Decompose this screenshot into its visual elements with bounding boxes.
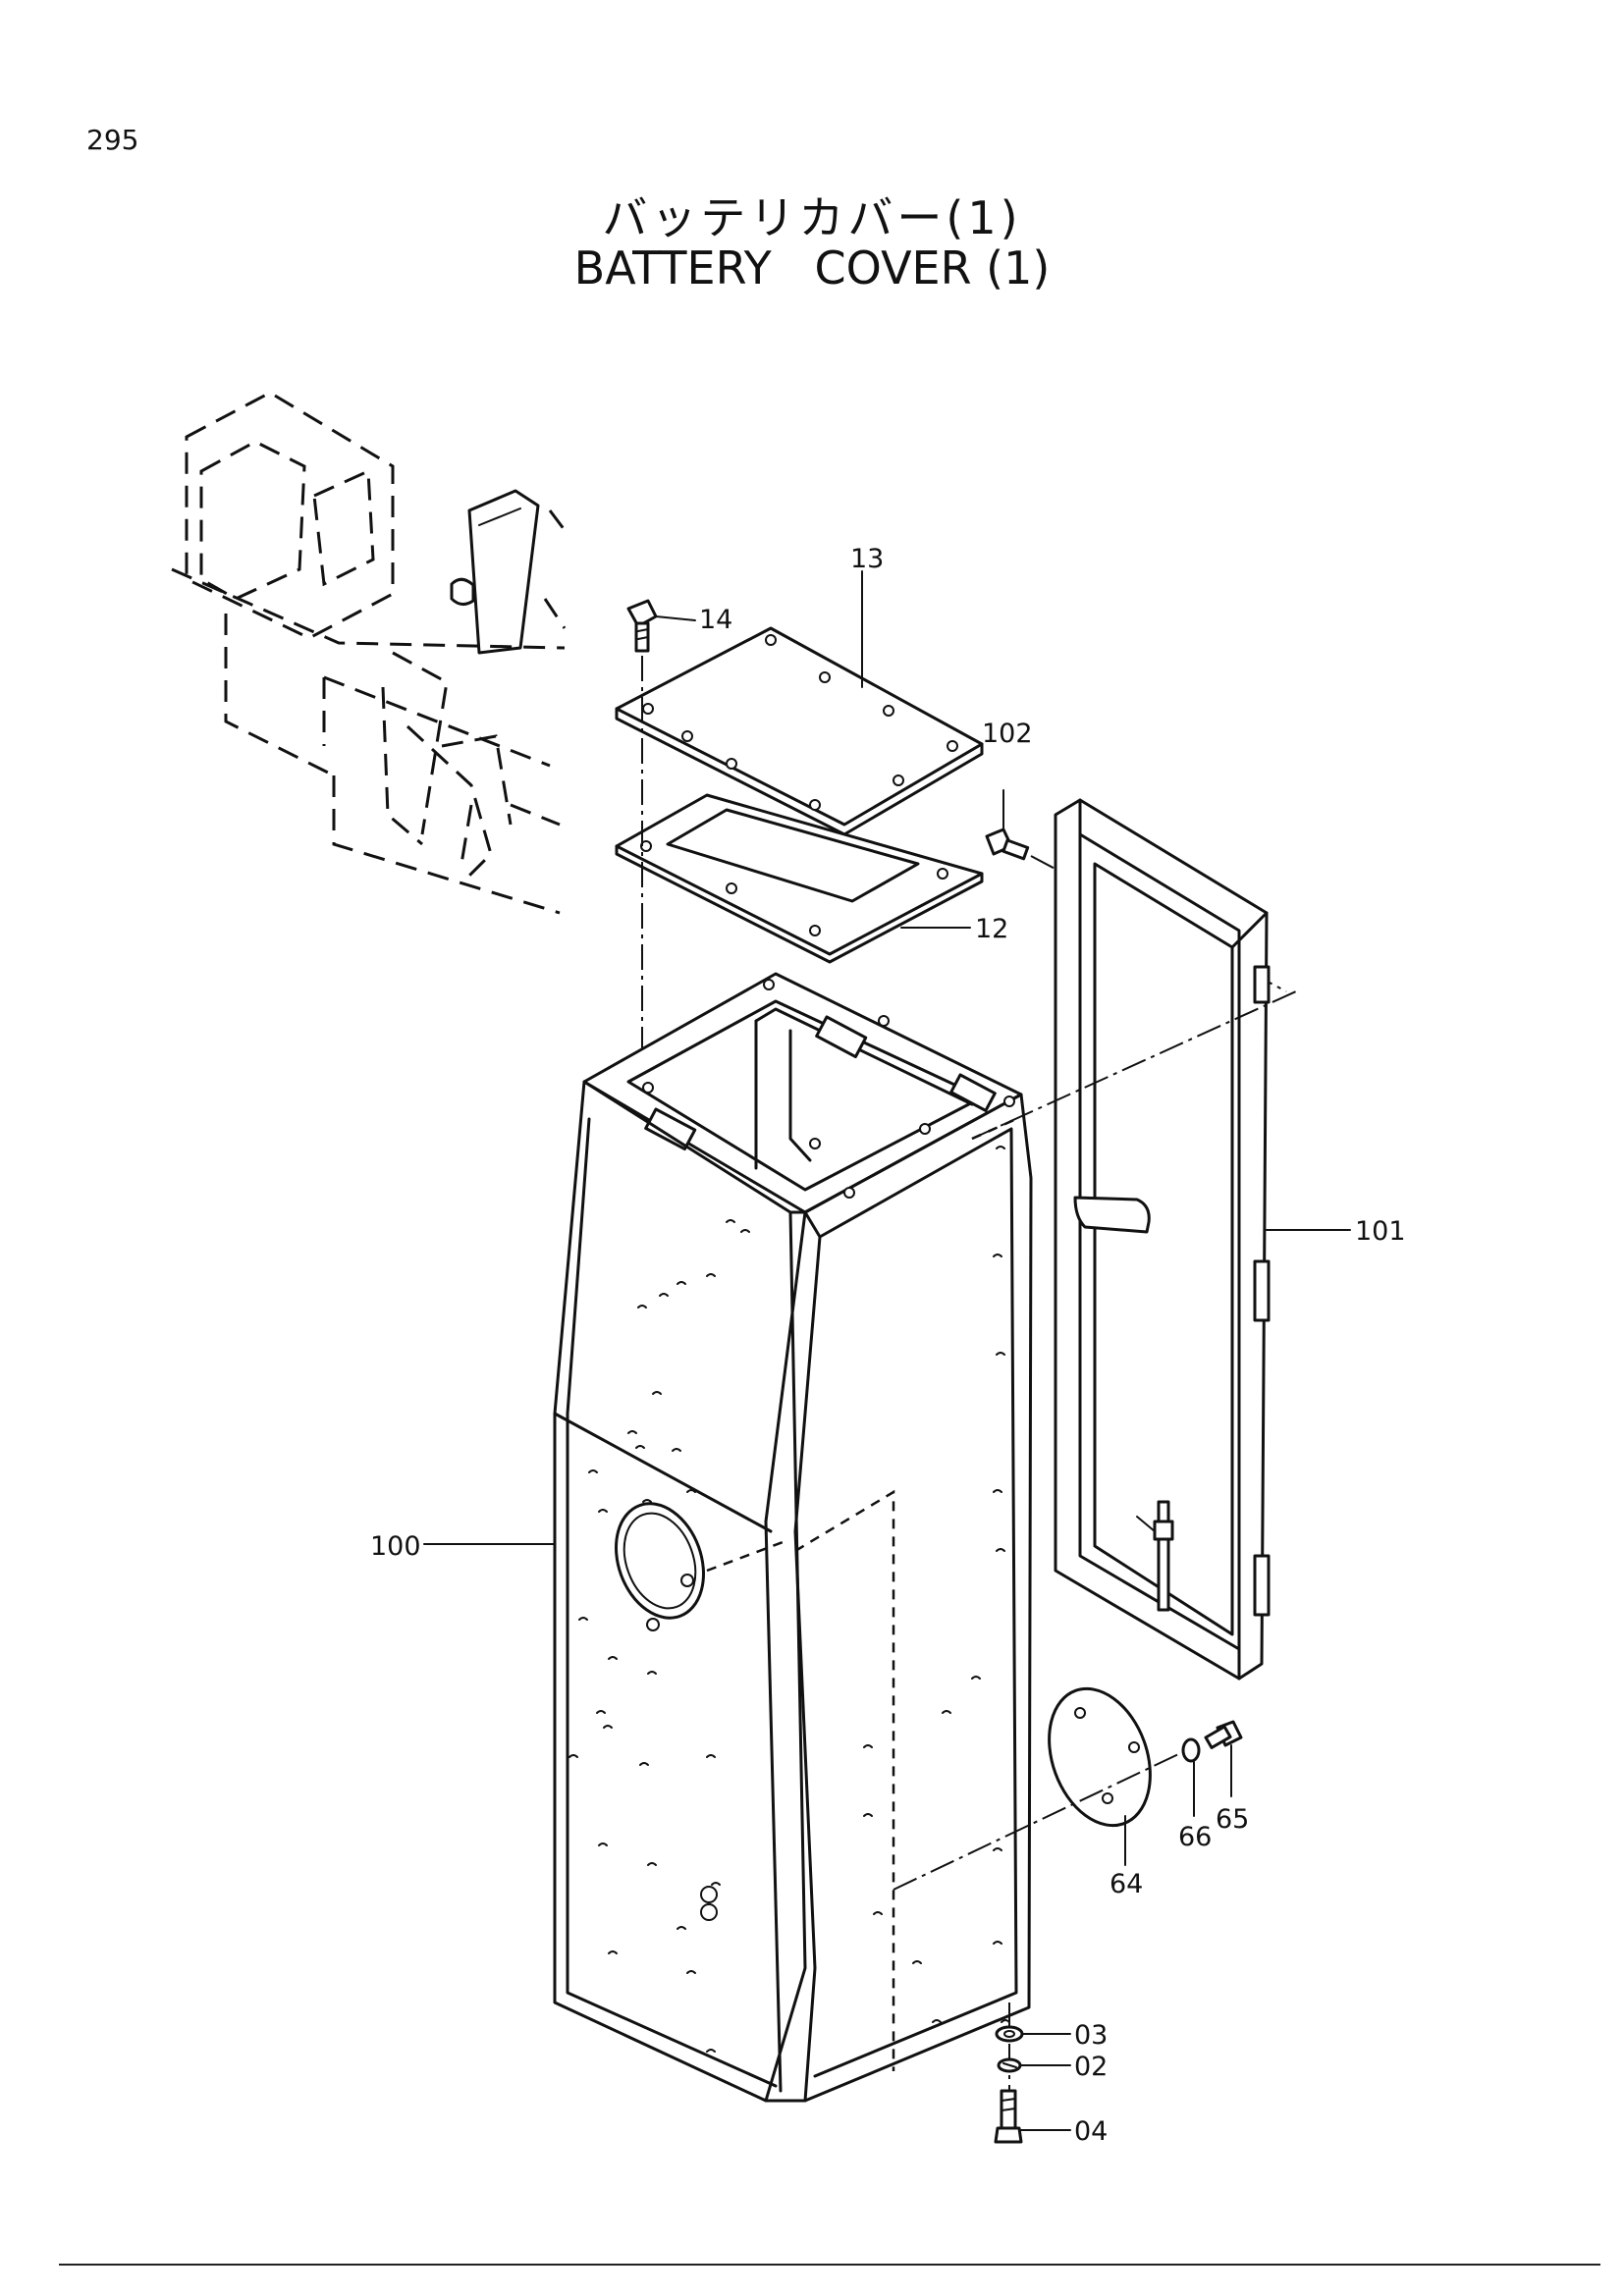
part-14-bolt <box>626 599 696 1085</box>
part-100-battery-box <box>553 972 1033 2103</box>
machine-context <box>171 391 567 915</box>
callout-13: 13 <box>850 544 884 574</box>
callout-65: 65 <box>1216 1804 1249 1835</box>
page-number: 295 <box>86 124 139 156</box>
callout-02: 02 <box>1074 2052 1108 2082</box>
part-13-top-plate <box>615 626 984 836</box>
callout-102: 102 <box>982 719 1033 749</box>
callout-03: 03 <box>1074 2020 1108 2051</box>
title-english: BATTERY COVER (1) <box>573 241 1051 294</box>
part-65-bolt <box>1193 1720 1243 1817</box>
part-12-gasket <box>615 793 984 964</box>
title-japanese: バッテリカバー(1) <box>602 191 1022 244</box>
callout-12: 12 <box>975 914 1008 944</box>
part-66-washer <box>1181 1737 1201 1763</box>
callout-101: 101 <box>1355 1216 1406 1247</box>
footer-divider <box>59 2264 1600 2266</box>
callout-04: 04 <box>1074 2116 1108 2147</box>
callout-66: 66 <box>1178 1822 1212 1852</box>
parts-03-02-04 <box>994 2002 1071 2144</box>
callout-100: 100 <box>370 1531 421 1562</box>
part-101-door <box>971 798 1297 1681</box>
leader-lines <box>423 570 1351 1866</box>
callout-64: 64 <box>1110 1869 1143 1899</box>
callout-14: 14 <box>699 605 732 635</box>
part-64-cover-plate <box>893 1686 1194 1891</box>
